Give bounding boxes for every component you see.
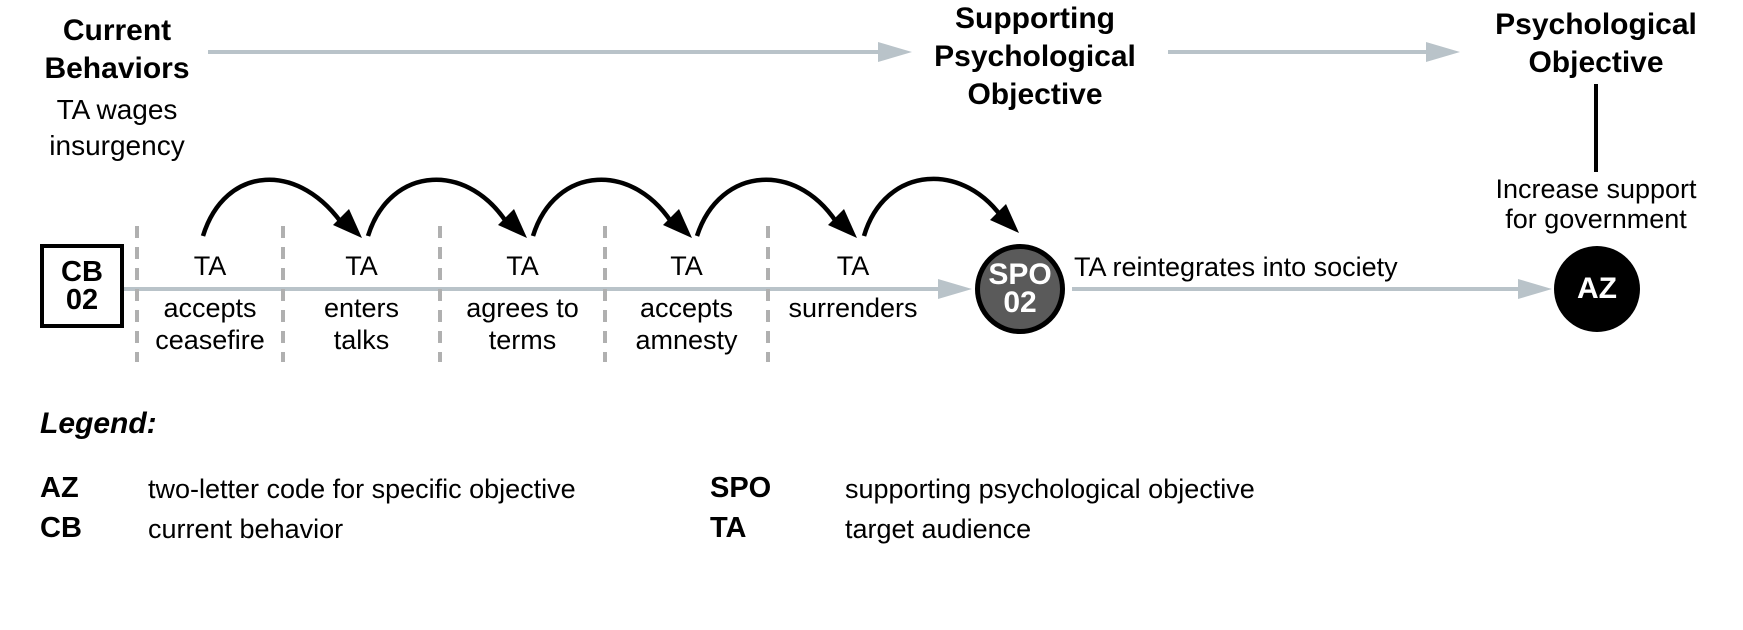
spo-node: SPO 02 <box>975 244 1065 334</box>
step-label-line1: surrenders <box>788 293 918 323</box>
step-5: TA surrenders <box>768 250 938 324</box>
legend-definition: two-letter code for specific objective <box>148 474 576 504</box>
step-actor: TA <box>836 251 870 281</box>
step-label-line2: amnesty <box>635 325 738 355</box>
flow-arrow-cb-spo <box>124 279 972 299</box>
psychological-objective-header: Psychological Objective <box>1495 8 1697 79</box>
step-actor: TA <box>670 251 703 281</box>
step-actor: TA <box>193 251 227 281</box>
legend-abbr: TA <box>710 512 747 544</box>
progression-arrowheads <box>333 204 1019 238</box>
current-behaviors-header: Current Behaviors <box>44 14 190 85</box>
legend-definition: target audience <box>845 514 1032 544</box>
step-label-line1: accepts <box>639 293 734 323</box>
spo-to-az-label: TA reintegrates into society <box>1074 252 1398 282</box>
step-label-line2: terms <box>488 325 557 355</box>
step-label-line1: enters <box>323 293 400 323</box>
legend-definition: supporting psychological objective <box>845 474 1255 504</box>
step-label-line1: agrees to <box>466 293 579 323</box>
top-arrow-1 <box>208 42 912 62</box>
step-1: TA accepts ceasefire <box>137 250 283 356</box>
legend-abbr: AZ <box>40 472 79 504</box>
flow-arrow-spo-az <box>1072 279 1552 299</box>
legend-abbr: CB <box>40 512 82 544</box>
supporting-objective-header: Supporting Psychological Objective <box>934 2 1136 111</box>
step-dividers <box>135 226 770 362</box>
progression-arrows <box>200 176 1007 237</box>
step-actor: TA <box>506 251 539 281</box>
step-4: TA accepts amnesty <box>605 250 768 356</box>
legend-abbr: SPO <box>710 472 772 504</box>
top-arrow-2 <box>1168 42 1460 62</box>
step-label-line2: ceasefire <box>155 325 265 355</box>
legend-definition: current behavior <box>148 514 344 544</box>
step-actor: TA <box>345 251 378 281</box>
step-3: TA agrees to terms <box>440 250 605 356</box>
psychological-objective-description: Increase support for government <box>1495 174 1697 234</box>
step-label-line2: talks <box>333 325 390 355</box>
legend-title: Legend: <box>40 407 157 440</box>
cb-node: CB 02 <box>40 244 124 328</box>
step-2: TA enters talks <box>283 250 440 356</box>
az-node: AZ <box>1554 246 1640 332</box>
step-label-line1: accepts <box>163 293 257 323</box>
current-behaviors-description: TA wages insurgency <box>49 94 185 161</box>
